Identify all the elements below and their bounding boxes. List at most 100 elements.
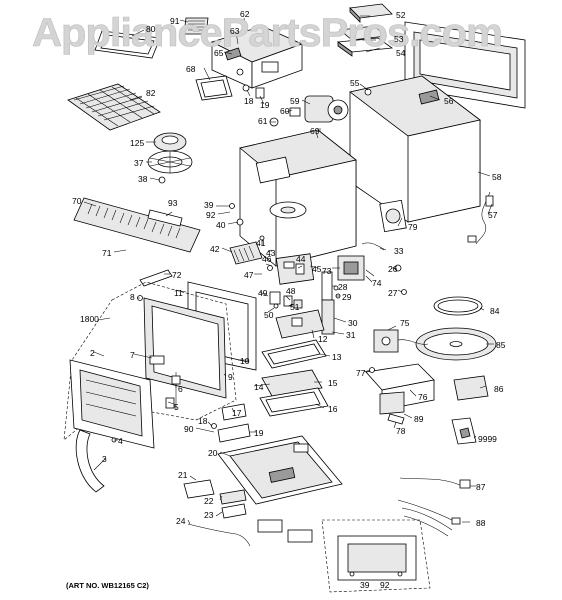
part-125-coupler[interactable] xyxy=(153,132,187,152)
part-3-4-handle[interactable] xyxy=(75,429,117,493)
part-21-24-bottom-parts[interactable] xyxy=(183,479,313,547)
part-70-grille-strip[interactable] xyxy=(73,197,201,253)
label-70: 70 xyxy=(72,196,82,206)
part-68-plate[interactable] xyxy=(195,75,233,101)
label-90: 90 xyxy=(184,424,194,434)
label-68: 68 xyxy=(186,64,196,74)
part-52-54-stack[interactable] xyxy=(336,3,394,57)
label-17: 17 xyxy=(232,408,242,418)
part-75-magnetron[interactable] xyxy=(373,329,429,353)
label-16: 16 xyxy=(328,404,338,414)
part-76-78-89-base[interactable] xyxy=(365,363,435,425)
part-33-wire[interactable] xyxy=(361,242,387,251)
label-8: 8 xyxy=(130,292,135,302)
label-71: 71 xyxy=(102,248,112,258)
label-60: 60 xyxy=(280,106,290,116)
label-40: 40 xyxy=(216,220,226,230)
label-7: 7 xyxy=(130,350,135,360)
label-18-top: 18 xyxy=(244,96,254,106)
label-38: 38 xyxy=(138,174,148,184)
part-7-6-5-hinge[interactable] xyxy=(149,355,181,410)
label-41: 41 xyxy=(256,238,266,248)
label-48: 48 xyxy=(286,286,296,296)
label-9999: 9999 xyxy=(478,434,497,444)
label-45: 45 xyxy=(312,264,322,274)
part-73-transformer[interactable] xyxy=(337,255,375,281)
part-80-seal[interactable] xyxy=(94,30,161,59)
label-49: 49 xyxy=(258,288,268,298)
label-46: 46 xyxy=(262,254,272,264)
part-17-19-90-bracket[interactable] xyxy=(211,403,251,443)
part-93-label[interactable] xyxy=(147,209,183,227)
part-cavity[interactable] xyxy=(229,129,357,267)
part-84-roller-ring[interactable] xyxy=(433,296,483,316)
part-82-grease-filter[interactable] xyxy=(67,83,161,131)
part-42-vent-plate[interactable] xyxy=(229,241,263,265)
part-57-harness[interactable] xyxy=(467,191,494,245)
label-54: 54 xyxy=(396,48,406,58)
label-58: 58 xyxy=(492,172,502,182)
label-88: 88 xyxy=(476,518,486,528)
part-9999-manual[interactable] xyxy=(451,417,477,445)
label-92-bottom: 92 xyxy=(380,580,390,590)
label-78: 78 xyxy=(396,426,406,436)
label-21: 21 xyxy=(178,470,188,480)
label-57: 57 xyxy=(488,210,498,220)
part-18-19-small[interactable] xyxy=(242,84,265,99)
part-14-15-16-filters[interactable] xyxy=(259,369,329,417)
part-20-bottom-plate[interactable] xyxy=(217,435,343,505)
part-13-tray[interactable] xyxy=(261,339,327,369)
label-80: 80 xyxy=(146,24,156,34)
part-72-8-bracket[interactable] xyxy=(137,269,173,301)
label-6: 6 xyxy=(178,384,183,394)
label-76: 76 xyxy=(418,392,428,402)
part-26-27-small[interactable] xyxy=(394,264,407,295)
label-77: 77 xyxy=(356,368,366,378)
label-24: 24 xyxy=(176,516,186,526)
label-12: 12 xyxy=(318,334,328,344)
part-86-plate[interactable] xyxy=(453,375,489,401)
label-10: 10 xyxy=(240,356,250,366)
label-2: 2 xyxy=(90,348,95,358)
label-44: 44 xyxy=(296,254,306,264)
label-1800: 1800 xyxy=(80,314,99,324)
label-30: 30 xyxy=(348,318,358,328)
label-4: 4 xyxy=(118,436,123,446)
label-75: 75 xyxy=(400,318,410,328)
part-62-63-65-control-box[interactable] xyxy=(210,25,304,89)
label-63: 63 xyxy=(230,26,240,36)
watermark: AppliancePartsPros.com xyxy=(32,11,502,55)
part-58-cabinet[interactable] xyxy=(349,75,481,223)
art-number: (ART NO. WB12165 C2) xyxy=(66,581,149,590)
part-inset-39-92[interactable] xyxy=(321,519,431,593)
label-61: 61 xyxy=(258,116,268,126)
label-125: 125 xyxy=(130,138,144,148)
label-62: 62 xyxy=(240,9,250,19)
part-37-roller-ring[interactable] xyxy=(147,150,193,174)
label-79: 79 xyxy=(408,222,418,232)
label-47: 47 xyxy=(244,270,254,280)
label-39-top: 39 xyxy=(204,200,214,210)
part-44-45-46-board[interactable] xyxy=(267,253,315,285)
part-59-60-61-fan-motor[interactable] xyxy=(269,95,349,127)
part-12-board[interactable] xyxy=(275,309,325,339)
label-53: 53 xyxy=(394,34,404,44)
label-39-bottom: 39 xyxy=(360,580,370,590)
label-19-top: 19 xyxy=(260,100,270,110)
label-85: 85 xyxy=(496,340,506,350)
label-3: 3 xyxy=(102,454,107,464)
part-87-88-harness[interactable] xyxy=(397,477,471,537)
label-89: 89 xyxy=(414,414,424,424)
part-91-grille[interactable] xyxy=(183,17,209,35)
label-9: 9 xyxy=(228,372,233,382)
label-86: 86 xyxy=(494,384,504,394)
part-9-10-door-choke[interactable] xyxy=(143,297,227,399)
label-93: 93 xyxy=(168,198,178,208)
part-2-door-panel[interactable] xyxy=(69,359,155,449)
part-28-31-latch[interactable] xyxy=(321,271,341,335)
part-85-turntable[interactable] xyxy=(415,327,497,361)
label-33: 33 xyxy=(394,246,404,256)
label-72: 72 xyxy=(172,270,182,280)
part-79-fan[interactable] xyxy=(379,199,407,233)
label-92-top: 92 xyxy=(206,210,216,220)
